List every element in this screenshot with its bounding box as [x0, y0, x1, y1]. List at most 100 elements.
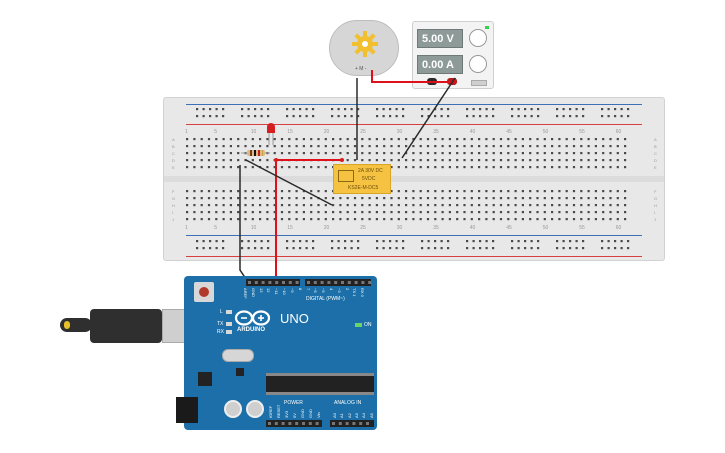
- column-number: 5: [214, 129, 217, 135]
- row-letter-right: I: [654, 210, 655, 215]
- column-number: 30: [396, 225, 403, 231]
- ground-terminal[interactable]: [471, 80, 487, 86]
- analog-header[interactable]: [330, 420, 374, 427]
- center-channel: [164, 176, 664, 182]
- column-number: 55: [579, 225, 585, 231]
- negative-terminal[interactable]: [427, 78, 437, 85]
- row-letter-right: A: [654, 137, 657, 142]
- column-number: 10: [250, 129, 257, 135]
- reset-button[interactable]: [194, 282, 214, 302]
- tx-led-label: TX: [217, 321, 224, 327]
- column-number: 20: [323, 129, 330, 135]
- analog-label: ANALOG IN: [334, 400, 362, 406]
- on-led: [355, 323, 362, 327]
- relay[interactable]: 2A 30V DC 5VDC KS2E-M-DC5: [333, 164, 391, 194]
- rx-led-label: RX: [217, 329, 224, 335]
- column-number: 25: [360, 129, 366, 135]
- row-letter-left: G: [172, 196, 175, 201]
- row-letter-left: C: [172, 151, 175, 156]
- relay-label-line3: 2A 30V DC: [358, 168, 383, 174]
- column-number: 5: [214, 225, 217, 231]
- digital-header-left[interactable]: [246, 279, 300, 286]
- positive-terminal[interactable]: [447, 78, 457, 85]
- power-header[interactable]: [266, 420, 322, 427]
- row-letter-right: H: [654, 203, 657, 208]
- relay-symbol-icon: [338, 170, 354, 182]
- atmega-chip: [266, 373, 374, 395]
- relay-label-line1: KS2E-M-DC5: [348, 185, 379, 191]
- row-letter-left: E: [172, 165, 175, 170]
- column-number: 30: [396, 129, 403, 135]
- header-pin-holes: [248, 281, 372, 425]
- column-number: 15: [287, 225, 293, 231]
- row-letter-right: B: [654, 144, 657, 149]
- column-number: 50: [542, 225, 549, 231]
- column-number: 40: [469, 225, 476, 231]
- arduino-infinity-logo: [234, 310, 271, 326]
- small-chip: [236, 368, 244, 376]
- dc-motor[interactable]: + M -: [329, 20, 399, 76]
- voltage-readout: 5.00 V: [417, 29, 463, 48]
- l-led: [226, 310, 232, 314]
- usb-cable[interactable]: [90, 309, 162, 343]
- column-number: 25: [360, 225, 366, 231]
- rx-led: [226, 330, 232, 334]
- column-number: 35: [433, 225, 439, 231]
- on-led-label: ON: [364, 322, 372, 328]
- column-number: 10: [250, 225, 257, 231]
- row-letter-left: A: [172, 137, 175, 142]
- column-number: 50: [542, 129, 549, 135]
- digital-label: DIGITAL (PWM~): [306, 296, 345, 302]
- bottom-rail-negative-line: [186, 235, 642, 236]
- capacitor-2: [246, 400, 264, 418]
- column-number: 45: [506, 225, 512, 231]
- row-letter-right: F: [654, 189, 657, 194]
- row-letter-left: J: [172, 217, 174, 222]
- row-letter-right: D: [654, 158, 657, 163]
- status-led: [485, 26, 489, 29]
- row-letter-left: D: [172, 158, 175, 163]
- row-letter-left: H: [172, 203, 175, 208]
- current-knob[interactable]: [469, 55, 487, 73]
- capacitor-1: [224, 400, 242, 418]
- reset-button-cap: [199, 287, 209, 297]
- row-letter-right: G: [654, 196, 657, 201]
- digital-header-right[interactable]: [305, 279, 371, 286]
- dc-barrel-jack[interactable]: [176, 397, 198, 423]
- motor-gear-icon: [352, 31, 378, 57]
- column-number: 40: [469, 129, 476, 135]
- bottom-rail-positive-line: [186, 256, 642, 257]
- crystal-oscillator: [222, 349, 254, 362]
- tx-led: [226, 322, 232, 326]
- row-letter-right: E: [654, 165, 657, 170]
- row-letter-left: B: [172, 144, 175, 149]
- column-number: 20: [323, 225, 330, 231]
- column-number: 15: [287, 129, 293, 135]
- voltage-knob[interactable]: [469, 29, 487, 47]
- column-number: 60: [615, 225, 622, 231]
- column-number: 1: [185, 225, 188, 231]
- column-number: 35: [433, 129, 439, 135]
- relay-label-line2: 5VDC: [362, 176, 376, 182]
- column-number: 55: [579, 129, 585, 135]
- row-letter-left: I: [172, 210, 173, 215]
- brand-label: ARDUINO: [237, 327, 265, 333]
- row-letter-right: J: [654, 217, 656, 222]
- l-led-label: L: [220, 309, 223, 315]
- power-supply[interactable]: 5.00 V 0.00 A: [412, 21, 494, 89]
- row-letter-left: F: [172, 189, 175, 194]
- voltage-regulator: [198, 372, 212, 386]
- row-letter-right: C: [654, 151, 657, 156]
- model-label: UNO: [280, 311, 309, 326]
- usb-cable-tip: [64, 321, 70, 329]
- column-number: 1: [185, 129, 188, 135]
- power-label: POWER: [284, 400, 303, 406]
- motor-terminal-label: + M -: [355, 66, 367, 72]
- column-number: 45: [506, 129, 512, 135]
- current-readout: 0.00 A: [417, 55, 463, 74]
